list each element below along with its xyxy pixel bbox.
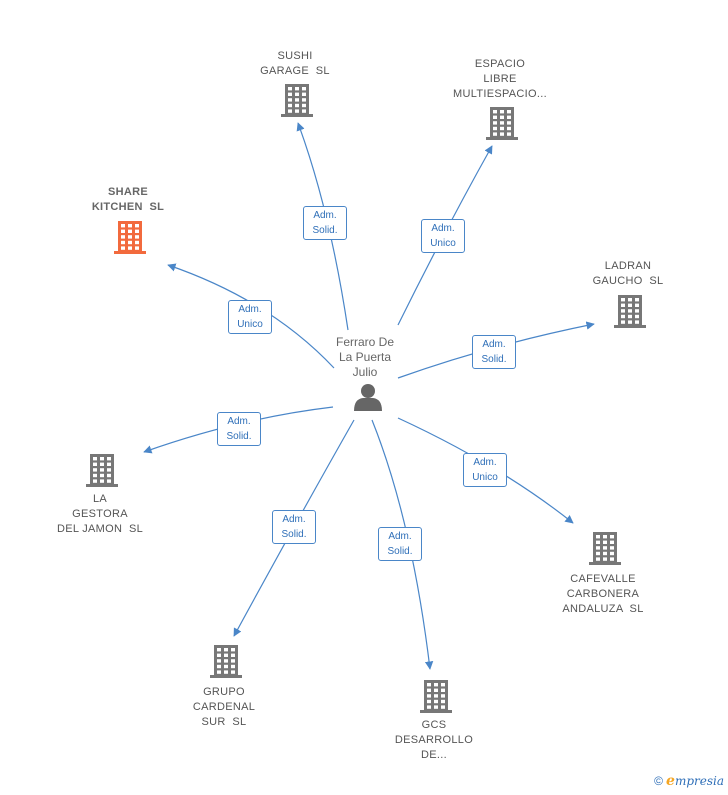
company-label-cafevalle-line: ANDALUZA SL <box>562 603 644 615</box>
company-label-espacio[interactable]: ESPACIO LIBRE MULTIESPACIO... <box>430 57 570 102</box>
company-label-grupo-line: GRUPO <box>203 686 245 698</box>
center-person-label-line: La Puerta <box>338 350 392 364</box>
building-icon-espacio[interactable] <box>486 107 518 140</box>
company-label-cafevalle[interactable]: CAFEVALLE CARBONERA ANDALUZA SL <box>533 572 673 617</box>
relation-text: Adm. <box>473 457 497 468</box>
company-label-grupo-line: SUR SL <box>201 716 247 728</box>
company-label-share[interactable]: SHARE KITCHEN SL <box>58 185 198 215</box>
company-label-ladran-line: LADRAN <box>604 260 652 272</box>
company-label-gestora-line: LA <box>92 493 108 505</box>
center-person-label-line: Ferraro De <box>335 335 394 349</box>
relation-text: Adm. <box>238 304 262 315</box>
copyright-symbol: © <box>654 774 664 788</box>
company-label-sushi-line: GARAGE SL <box>260 65 330 77</box>
company-label-gcs[interactable]: GCS DESARROLLO DE... <box>364 718 504 763</box>
relation-text: Solid. <box>281 529 307 540</box>
relation-text: Solid. <box>226 431 252 442</box>
relation-badge-gestora: Adm. Solid. <box>217 412 261 446</box>
building-icon-sushi[interactable] <box>281 84 313 117</box>
relation-text: Adm. <box>388 531 412 542</box>
company-label-gcs-line: GCS <box>421 719 447 731</box>
relation-text: Unico <box>237 319 263 330</box>
company-label-gestora-line: DEL JAMON SL <box>56 523 143 535</box>
company-label-gcs-line: DESARROLLO <box>394 734 474 746</box>
company-label-share-line: KITCHEN SL <box>91 201 165 213</box>
relation-text: Adm. <box>282 514 306 525</box>
relation-text: Unico <box>430 238 456 249</box>
building-icon-gestora[interactable] <box>86 454 118 487</box>
relation-badge-share: Adm. Unico <box>228 300 272 334</box>
building-icon-grupo[interactable] <box>210 645 242 678</box>
relation-text: Solid. <box>481 354 507 365</box>
person-icon[interactable] <box>354 384 382 411</box>
company-label-sushi-line: SUSHI <box>277 50 313 62</box>
building-icon-share[interactable] <box>114 221 146 254</box>
company-label-sushi[interactable]: SUSHI GARAGE SL <box>225 49 365 79</box>
company-label-ladran[interactable]: LADRAN GAUCHO SL <box>558 259 698 289</box>
company-label-espacio-line: LIBRE <box>483 73 517 85</box>
company-label-gestora-line: GESTORA <box>72 508 128 520</box>
company-label-grupo[interactable]: GRUPO CARDENAL SUR SL <box>154 685 294 730</box>
building-icon-ladran[interactable] <box>614 295 646 328</box>
company-label-espacio-line: MULTIESPACIO... <box>453 88 547 100</box>
relation-text: Adm. <box>431 223 455 234</box>
company-label-espacio-line: ESPACIO <box>474 58 526 70</box>
company-label-share-line: SHARE <box>107 186 148 198</box>
relation-badge-espacio: Adm. Unico <box>421 219 465 253</box>
building-icon-gcs[interactable] <box>420 680 452 713</box>
company-label-gestora[interactable]: LA GESTORA DEL JAMON SL <box>30 492 170 537</box>
brand-logo: empresia <box>666 773 724 789</box>
company-label-ladran-line: GAUCHO SL <box>592 275 664 287</box>
relation-text: Unico <box>472 472 498 483</box>
company-label-grupo-line: CARDENAL <box>192 701 256 713</box>
relation-text: Adm. <box>482 339 506 350</box>
relation-text: Adm. <box>313 210 337 221</box>
building-icon-cafevalle[interactable] <box>589 532 621 565</box>
center-person-label-line: Julio <box>352 365 378 379</box>
relation-badge-cafevalle: Adm. Unico <box>463 453 507 487</box>
footer-brand[interactable]: © empresia <box>654 773 724 789</box>
company-label-cafevalle-line: CARBONERA <box>566 588 640 600</box>
relation-badge-ladran: Adm. Solid. <box>472 335 516 369</box>
company-label-gcs-line: DE... <box>421 749 447 761</box>
relation-text: Adm. <box>227 416 251 427</box>
relation-badge-grupo: Adm. Solid. <box>272 510 316 544</box>
relation-text: Solid. <box>387 546 413 557</box>
relation-badge-sushi: Adm. Solid. <box>303 206 347 240</box>
relation-badge-gcs: Adm. Solid. <box>378 527 422 561</box>
relation-text: Solid. <box>312 225 338 236</box>
company-label-cafevalle-line: CAFEVALLE <box>570 573 636 585</box>
